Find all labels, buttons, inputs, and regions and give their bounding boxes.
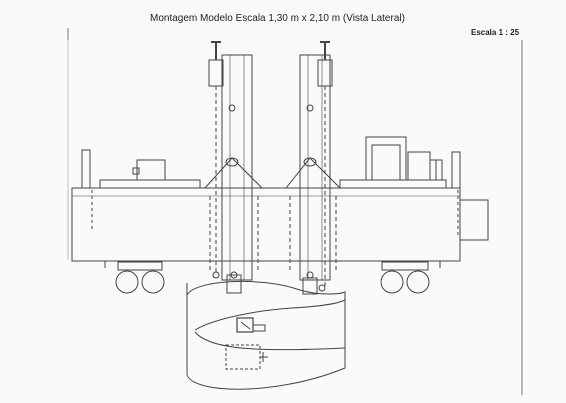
instrument-frame-inner — [371, 144, 401, 181]
left-column-brace — [204, 157, 263, 189]
left-column-pin — [228, 104, 236, 112]
right-platform — [339, 179, 447, 189]
right-guide-column — [299, 54, 331, 281]
instrument-frame-small — [407, 151, 431, 181]
scale-label: Escala 1 : 25 — [471, 28, 520, 37]
right-wheel-pair — [380, 261, 430, 294]
balance-sensor-diagonal — [240, 321, 251, 330]
left-end-post — [81, 149, 91, 189]
left-platform — [99, 179, 201, 189]
right-column-pin — [306, 104, 314, 112]
right-side-box — [459, 199, 489, 241]
right-strut — [302, 277, 318, 295]
carriage-beam — [71, 187, 461, 262]
right-screw-end — [318, 284, 326, 292]
left-screw-end — [212, 271, 220, 279]
left-wheel-pair — [115, 261, 165, 294]
motor-box-connector — [132, 167, 140, 175]
model-outline-bottom — [186, 292, 346, 390]
left-screw-housing — [208, 59, 224, 87]
right-column-brace — [285, 157, 341, 189]
instrument-post — [435, 159, 443, 181]
right-pivot — [303, 157, 317, 167]
left-guide-column — [221, 54, 253, 281]
model-outline-mid — [194, 331, 346, 351]
left-strut — [226, 274, 242, 294]
sensor-mount — [252, 324, 266, 332]
left-pivot — [225, 157, 239, 167]
motor-box — [136, 159, 166, 181]
right-end-post — [451, 151, 461, 189]
model-outline-top — [186, 280, 346, 375]
drawing-title: Montagem Modelo Escala 1,30 m x 2,10 m (… — [150, 13, 405, 24]
